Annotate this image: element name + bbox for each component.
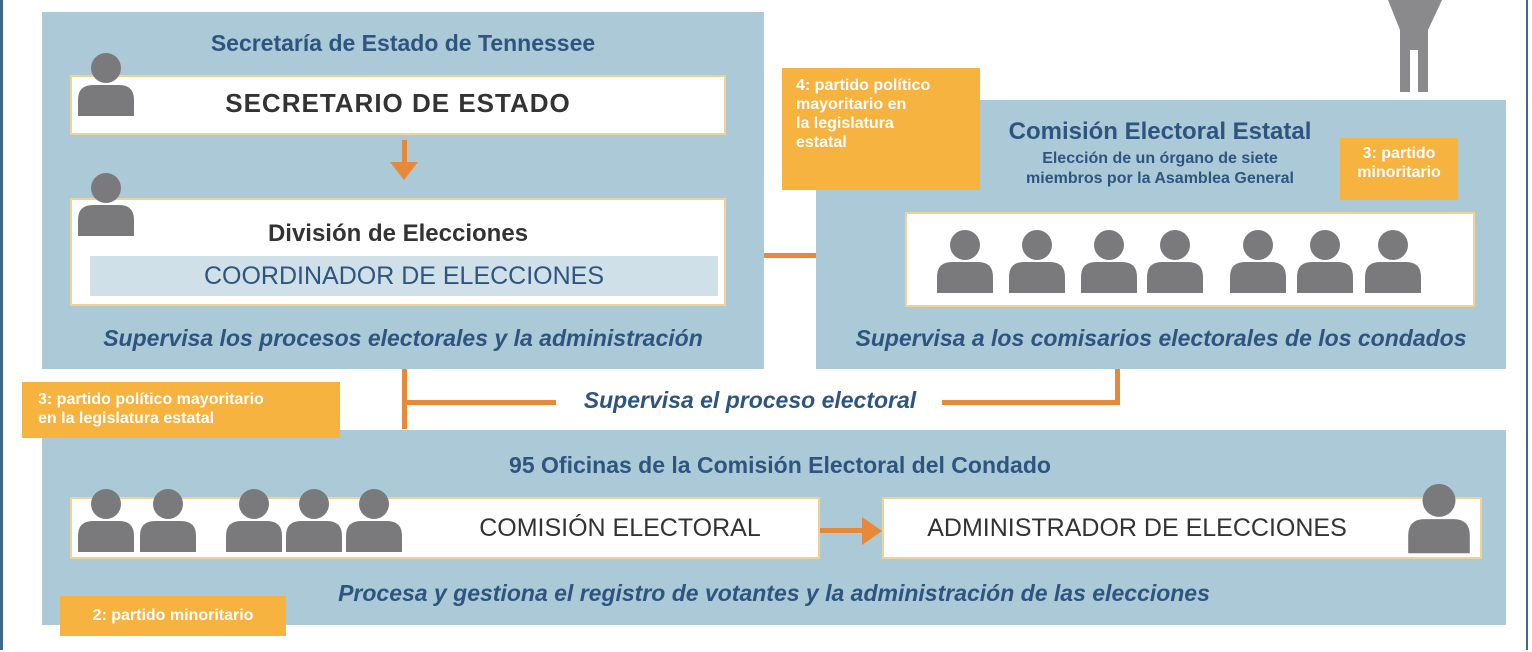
coordinator-label: COORDINADOR DE ELECCIONES xyxy=(203,262,605,290)
connector-line xyxy=(820,528,864,533)
coordinator-bar xyxy=(90,256,718,296)
secretary-box xyxy=(70,75,726,135)
arrow-down-icon xyxy=(390,162,418,180)
state-commission-subtitle-1: Elección de un órgano de siete xyxy=(1042,150,1278,167)
secretary-label: SECRETARIO DE ESTADO xyxy=(225,88,571,118)
majority-party-callout: 4: partido político mayoritario en la le… xyxy=(782,68,980,190)
person-icon xyxy=(1363,222,1423,300)
secretary-of-state-panel xyxy=(42,12,764,369)
connector-label: Supervisa el proceso electoral xyxy=(583,387,917,413)
standing-person-icon xyxy=(1380,0,1450,92)
arrow-right-icon xyxy=(862,517,882,545)
administrator-label: ADMINISTRADOR DE ELECCIONES xyxy=(927,514,1347,542)
connector-line xyxy=(402,369,407,429)
person-icon xyxy=(1145,222,1205,300)
person-icon xyxy=(935,222,995,300)
person-icon xyxy=(138,478,198,562)
county-panel-title: 95 Oficinas de la Comisión Electoral del… xyxy=(509,452,1051,478)
member-group xyxy=(76,478,416,566)
state-commission-caption: Supervisa a los comisarios electorales d… xyxy=(855,325,1467,351)
person-icon xyxy=(1079,222,1139,300)
person-icon xyxy=(76,478,136,562)
county-commission-label: COMISIÓN ELECTORAL xyxy=(479,514,761,542)
connector-line xyxy=(1115,369,1120,405)
county-majority-callout: 3: partido político mayoritario en la le… xyxy=(22,382,340,438)
elections-division-title: División de Elecciones xyxy=(267,220,529,247)
person-icon xyxy=(344,478,404,562)
connector-line xyxy=(942,400,1118,405)
person-icon xyxy=(1228,222,1288,300)
person-icon xyxy=(1007,222,1067,300)
person-icon xyxy=(1406,476,1472,560)
county-minority-callout: 2: partido minoritario xyxy=(60,596,286,636)
connector-line xyxy=(402,140,407,164)
administrator-box xyxy=(882,497,1482,559)
secretary-panel-title: Secretaría de Estado de Tennessee xyxy=(210,30,596,56)
connector-line xyxy=(402,400,556,405)
person-icon xyxy=(76,48,136,120)
person-icon xyxy=(224,478,284,562)
member-group xyxy=(935,222,1455,302)
person-icon xyxy=(1295,222,1355,300)
person-icon xyxy=(284,478,344,562)
county-caption: Procesa y gestiona el registro de votant… xyxy=(338,580,1210,606)
state-commission-title: Comisión Electoral Estatal xyxy=(1008,118,1312,145)
secretary-caption: Supervisa los procesos electorales y la … xyxy=(103,325,703,351)
connector-line xyxy=(764,253,816,258)
minority-party-callout: 3: partido minoritario xyxy=(1340,138,1458,200)
state-commission-subtitle-2: miembros por la Asamblea General xyxy=(1026,170,1294,187)
